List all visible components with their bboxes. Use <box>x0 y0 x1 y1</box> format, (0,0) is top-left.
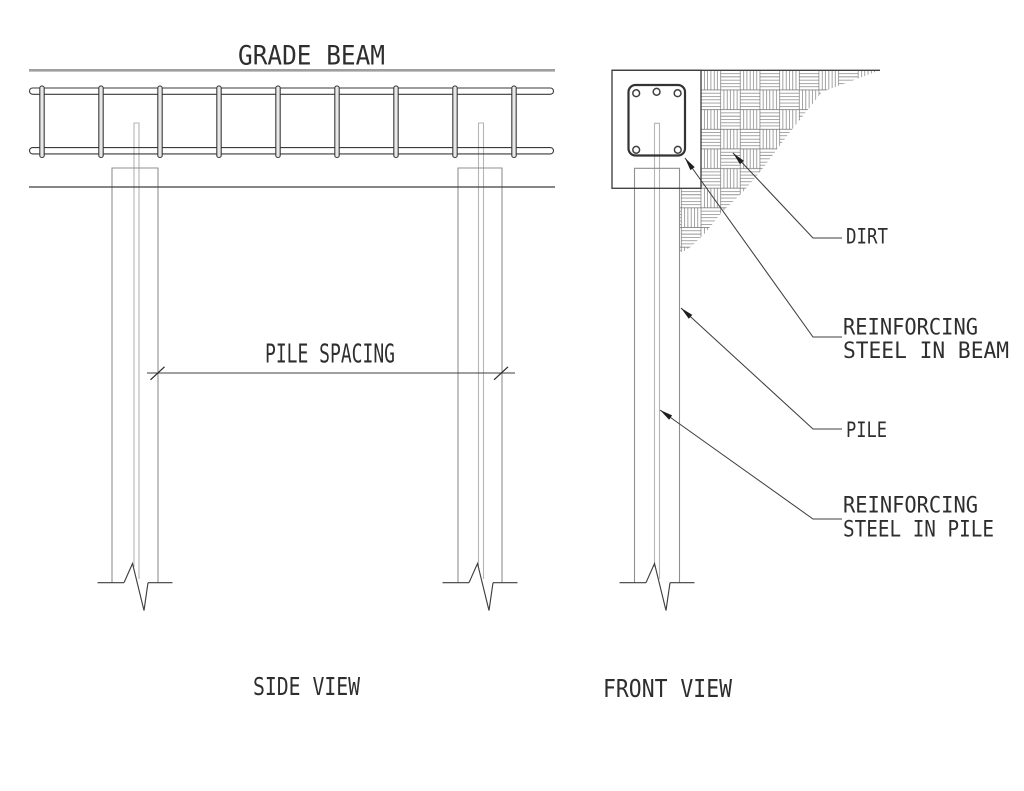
rebar-circle <box>632 89 641 98</box>
grade-beam-title: GRADE BEAM <box>238 41 385 72</box>
rebar-circle <box>673 89 682 98</box>
arrowhead-icon <box>733 153 744 165</box>
callout-reinforcing-steel-in-beam: REINFORCING STEEL IN BEAM <box>684 157 1009 364</box>
reinforcing-pile-label-line2: STEEL IN PILE <box>843 518 994 543</box>
leader-line <box>659 409 842 520</box>
pile-label: PILE <box>846 418 887 442</box>
callout-pile: PILE <box>680 307 887 442</box>
stirrup <box>98 85 104 159</box>
stirrup <box>275 85 281 159</box>
leader-line <box>684 157 842 338</box>
side-view: PILE SPACING GRADE BEAM SIDE VIEW <box>28 41 555 701</box>
stirrup <box>216 85 222 159</box>
leader-line <box>680 307 842 430</box>
stirrup <box>157 85 163 159</box>
arrowhead-icon <box>660 410 673 420</box>
pile-rebar-right-side <box>477 122 485 579</box>
dirt-label: DIRT <box>846 225 888 249</box>
stirrup <box>334 85 340 159</box>
pile-right-break <box>442 561 518 611</box>
rebar-circle <box>632 145 641 154</box>
reinforcing-beam-label-line2: STEEL IN BEAM <box>843 339 1009 364</box>
front-view-caption: FRONT VIEW <box>603 674 733 703</box>
pile-left-break <box>97 561 173 611</box>
stirrup <box>452 85 458 159</box>
beam-section-outline <box>611 69 702 189</box>
beam-bottom-rebar <box>28 147 555 155</box>
callout-dirt: DIRT <box>732 152 888 249</box>
pile-rebar-left-side <box>133 122 140 579</box>
callout-reinforcing-steel-in-pile: REINFORCING STEEL IN PILE <box>659 409 994 543</box>
pile-right-outline <box>457 167 503 583</box>
stirrup <box>39 85 45 159</box>
side-view-caption: SIDE VIEW <box>253 672 361 701</box>
pile-front-break <box>619 561 695 611</box>
beam-stirrup-section <box>627 83 687 157</box>
pile-rebar-front <box>653 122 661 579</box>
rebar-circle <box>673 145 682 154</box>
stirrup <box>393 85 399 159</box>
reinforcing-pile-label-line1: REINFORCING <box>843 494 978 519</box>
beam-stirrups <box>39 85 517 159</box>
stirrup <box>511 85 517 159</box>
pile-front-outline <box>633 167 681 583</box>
arrowhead-icon <box>681 308 693 319</box>
rebar-circle <box>652 87 661 96</box>
pile-left-outline <box>111 167 159 583</box>
front-view: DIRT REINFORCING STEEL IN BEAM PILE REIN… <box>603 69 1009 703</box>
reinforcing-beam-label-line1: REINFORCING <box>843 316 978 341</box>
dimension-tick-right <box>493 366 509 381</box>
pile-spacing-label: PILE SPACING <box>265 340 395 370</box>
arrowhead-icon <box>685 158 695 171</box>
dimension-tick-left <box>150 366 165 381</box>
leader-line <box>732 152 842 239</box>
dirt-hatch <box>680 70 880 252</box>
pile-spacing-dimension: PILE SPACING <box>147 340 515 381</box>
beam-top-rebar <box>28 87 555 95</box>
